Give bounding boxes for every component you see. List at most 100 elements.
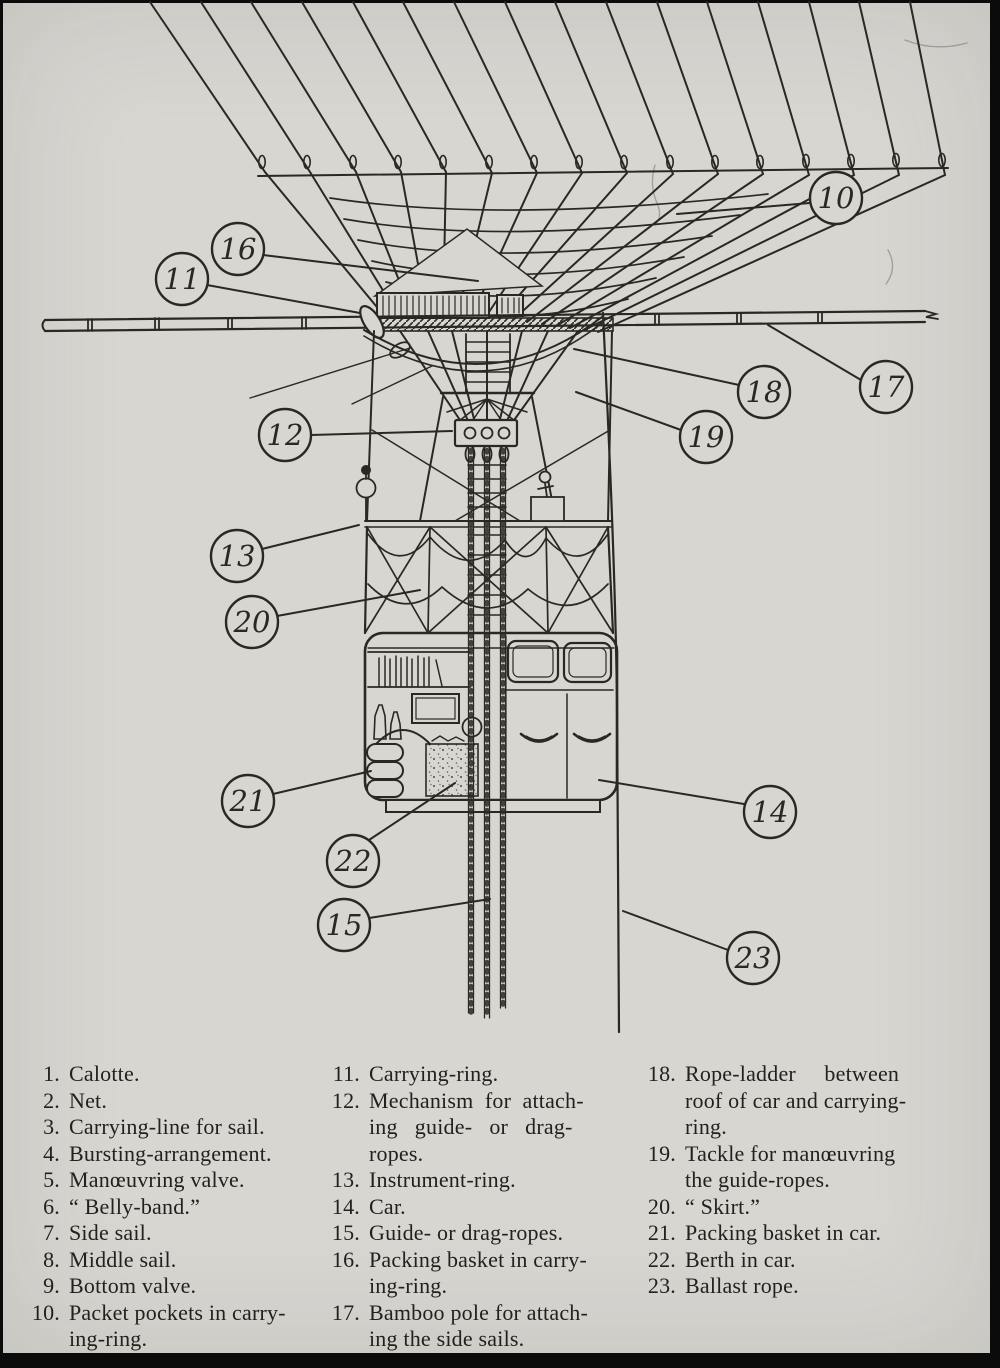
legend-item: 13.Instrument-ring. <box>322 1167 628 1194</box>
car-pocket <box>519 732 559 743</box>
legend-item-number: 19. <box>647 1140 676 1166</box>
legend-item-text: Tackle for manœuvring the guide-ropes. <box>685 1140 896 1193</box>
legend-item: 12. Mechanism for attach- ing guide- or d… <box>322 1088 628 1168</box>
legend-item-text: Calotte. <box>69 1061 140 1086</box>
legend-item-text: Bamboo pole for attach- ing the side sai… <box>369 1299 589 1352</box>
legend-item-text: Bursting-arrangement. <box>69 1140 272 1166</box>
legend-item-text: Instrument-ring. <box>369 1167 516 1192</box>
bookshelf <box>378 655 443 687</box>
legend-item: 8. Middle sail. <box>22 1247 322 1274</box>
legend-item: 10. Packet pockets in carry- ing-ring. <box>22 1300 322 1353</box>
callout-16: 16 <box>210 221 479 282</box>
svg-text:23: 23 <box>734 941 772 975</box>
legend-item: 9. Bottom valve. <box>22 1273 322 1300</box>
ballast-rope <box>601 311 621 1034</box>
packet-pockets <box>376 292 524 319</box>
legend-item-number: 6. <box>43 1193 60 1219</box>
svg-text:18: 18 <box>746 375 783 409</box>
callout-15: 15 <box>316 897 491 953</box>
balloon-diagram: 10 16 11 17 18 19 12 13 20 <box>41 1 968 1034</box>
car <box>363 631 619 813</box>
legend-item: 2.Net. <box>22 1088 322 1115</box>
middle-sail <box>372 228 545 297</box>
legend-item: 16.Packing basket in carry- ing-ring. <box>322 1247 628 1300</box>
callout-10: 10 <box>676 170 864 226</box>
legend-item: 3. Carrying-line for sail. <box>22 1114 322 1141</box>
svg-text:12: 12 <box>267 418 304 452</box>
legend-item-number: 8. <box>43 1246 60 1272</box>
legend-item-number: 11. <box>332 1061 360 1086</box>
car-pocket <box>572 732 612 743</box>
legend-item-text: Car. <box>369 1193 406 1219</box>
callout-18: 18 <box>573 348 792 420</box>
legend-item-number: 14. <box>331 1193 360 1219</box>
callout-21: 21 <box>220 770 372 829</box>
legend-item-number: 18. <box>647 1061 676 1086</box>
legend-item-number: 10. <box>31 1299 60 1325</box>
legend-item-number: 20. <box>647 1193 676 1219</box>
legend-item-text: Middle sail. <box>69 1246 177 1272</box>
legend-column-1: 1. Calotte. 2.Net. 3. Carrying-line for sa… <box>22 1061 322 1353</box>
legend-item: 11. Carrying-ring. <box>322 1061 628 1088</box>
callout-17: 17 <box>767 324 914 415</box>
legend-item-text: Carrying-line for sail. <box>69 1114 265 1139</box>
callout-14: 14 <box>598 779 798 840</box>
instrument-ring <box>355 465 613 528</box>
legend-item: 7. Side sail. <box>22 1220 322 1247</box>
car-window <box>562 641 613 684</box>
photo-scratches <box>651 39 968 285</box>
legend-item: 22.Berth in car. <box>638 1247 974 1274</box>
legend-item-number: 4. <box>43 1140 60 1166</box>
svg-text:15: 15 <box>326 908 363 942</box>
tackle-ropes <box>249 316 603 405</box>
svg-text:22: 22 <box>334 844 372 878</box>
svg-text:17: 17 <box>868 370 905 404</box>
legend-item-text: “ Skirt.” <box>685 1193 761 1219</box>
legend-item-text: Packing basket in carry- ing-ring. <box>369 1246 588 1299</box>
bamboo-pole <box>41 305 940 359</box>
legend-item-number: 3. <box>43 1114 60 1139</box>
legend-column-2: 11. Carrying-ring. 12. Mechanism for attac… <box>322 1061 628 1353</box>
legend-item-number: 2. <box>43 1087 60 1113</box>
car-window-frame <box>411 693 460 724</box>
legend-item-text: Packet pockets in carry- ing-ring. <box>69 1299 286 1352</box>
callout-13: 13 <box>209 524 360 584</box>
callout-23: 23 <box>622 910 781 986</box>
legend-item-number: 5. <box>43 1167 60 1192</box>
legend-item-number: 7. <box>43 1220 60 1245</box>
legend-item: 15. Guide- or drag-ropes. <box>322 1220 628 1247</box>
legend-column-3: 18.Rope-ladder between roof of car and c… <box>628 1061 974 1353</box>
legend-item: 17. Bamboo pole for attach- ing the side … <box>322 1300 628 1353</box>
legend-item-text: Side sail. <box>69 1220 152 1245</box>
guide-rope-mechanism <box>453 418 519 463</box>
legend-item-number: 17. <box>331 1299 360 1325</box>
legend-item: 1. Calotte. <box>22 1061 322 1088</box>
balloon-net <box>149 1 949 333</box>
legend-item-number: 15. <box>331 1220 360 1245</box>
callout-22: 22 <box>325 782 456 889</box>
legend-item-number: 9. <box>43 1273 60 1298</box>
legend-item-text: Mechanism for attach- ing guide- or drag… <box>369 1087 584 1166</box>
legend-item: 4. Bursting-arrangement. <box>22 1141 322 1168</box>
legend-item-number: 1. <box>43 1061 60 1086</box>
packing-baskets-in-car <box>366 743 404 798</box>
legend-item: 21.Packing basket in car. <box>638 1220 974 1247</box>
svg-text:11: 11 <box>164 262 201 296</box>
instrument-box <box>530 496 565 522</box>
legend-item: 14. Car. <box>322 1194 628 1221</box>
legend-item-text: Berth in car. <box>685 1246 796 1272</box>
legend-item-text: Manœuvring valve. <box>69 1167 245 1192</box>
guide-ropes <box>467 446 507 1021</box>
legend-item-text: Packing basket in car. <box>685 1220 882 1245</box>
callout-12: 12 <box>257 407 453 463</box>
car-window <box>506 639 560 684</box>
callout-20: 20 <box>224 589 421 650</box>
bottle <box>373 704 387 740</box>
legend-item-text: Guide- or drag-ropes. <box>369 1220 564 1245</box>
legend-item-number: 23. <box>647 1273 676 1298</box>
legend-item-text: Carrying-ring. <box>369 1061 499 1086</box>
legend-item-number: 12. <box>331 1087 360 1113</box>
legend-item-text: Ballast rope. <box>685 1273 799 1298</box>
svg-text:14: 14 <box>752 795 789 829</box>
legend-item-text: Bottom valve. <box>69 1273 197 1298</box>
